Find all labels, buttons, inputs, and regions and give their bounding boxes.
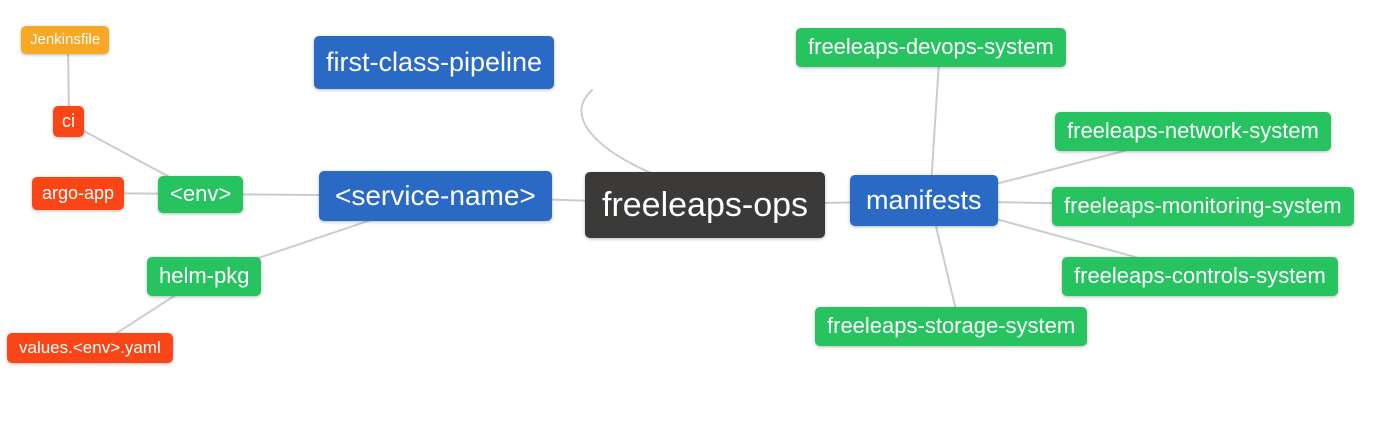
node-argo-app[interactable]: argo-app <box>32 177 125 211</box>
node-first-class-pipeline[interactable]: first-class-pipeline <box>314 36 555 90</box>
node-freeleaps-monitoring-system[interactable]: freeleaps-monitoring-system <box>1052 187 1354 226</box>
node-helm-pkg[interactable]: helm-pkg <box>147 257 262 296</box>
node-manifests[interactable]: manifests <box>850 175 998 227</box>
edge-first-class-pipeline-freeleaps-ops <box>580 89 659 177</box>
node-freeleaps-ops[interactable]: freeleaps-ops <box>585 172 826 239</box>
node-freeleaps-devops-system[interactable]: freeleaps-devops-system <box>796 28 1066 67</box>
node-env[interactable]: <env> <box>158 176 244 213</box>
node-freeleaps-controls-system[interactable]: freeleaps-controls-system <box>1062 257 1338 296</box>
node-values-env-yaml[interactable]: values.<env>.yaml <box>7 333 173 364</box>
node-jenkinsfile[interactable]: Jenkinsfile <box>21 26 110 54</box>
node-ci[interactable]: ci <box>53 106 84 138</box>
node-freeleaps-network-system[interactable]: freeleaps-network-system <box>1055 112 1331 151</box>
node-service-name[interactable]: <service-name> <box>319 171 552 222</box>
node-freeleaps-storage-system[interactable]: freeleaps-storage-system <box>815 307 1088 346</box>
